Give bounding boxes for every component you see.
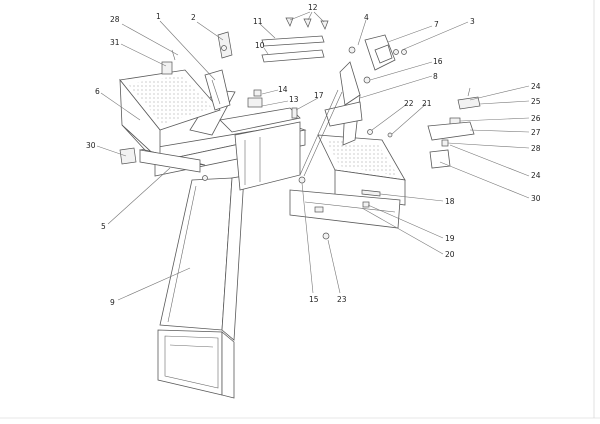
leader-6 — [100, 92, 141, 121]
rail-18-19-20 — [361, 189, 381, 208]
callout-2: 2 — [191, 13, 196, 22]
leader-22 — [371, 103, 408, 131]
leader-5 — [107, 167, 171, 225]
leader-12a — [289, 11, 311, 21]
callout-18: 18 — [445, 197, 455, 206]
callout-24-top: 24 — [531, 82, 541, 91]
bolt-16 — [363, 76, 371, 84]
callout-12: 12 — [308, 3, 318, 12]
leader-8 — [359, 75, 433, 99]
bolt-17 — [291, 107, 298, 119]
leader-30-left — [96, 145, 127, 157]
pedal-arms — [298, 61, 363, 184]
leader-30-right — [439, 161, 530, 199]
callout-labels: 28 1 2 31 6 30 5 9 11 12 10 4 7 3 16 8 1… — [86, 3, 541, 307]
leader-28 — [447, 142, 530, 149]
callout-6: 6 — [95, 87, 100, 96]
leader-24-top — [469, 85, 530, 101]
leader-15 — [301, 182, 314, 294]
callout-25: 25 — [531, 97, 541, 106]
leader-4 — [357, 19, 367, 46]
left-small-parts — [119, 49, 176, 165]
leader-31 — [120, 43, 167, 67]
callout-15: 15 — [309, 295, 319, 304]
callout-23: 23 — [337, 295, 347, 304]
upper-bracket — [217, 31, 233, 59]
top-bar — [261, 35, 325, 63]
leader-7 — [387, 25, 433, 43]
leader-10 — [263, 47, 269, 55]
callout-27: 27 — [531, 128, 541, 137]
callout-17: 17 — [314, 91, 324, 100]
nut-23 — [322, 232, 330, 240]
callout-19: 19 — [445, 234, 455, 243]
leader-27 — [469, 129, 530, 133]
leader-12b — [307, 11, 313, 21]
clamp-13-14 — [247, 89, 263, 108]
leader-14 — [261, 89, 279, 95]
leader-12c — [313, 11, 325, 23]
callout-4: 4 — [364, 13, 369, 22]
left-perforated-panel — [119, 69, 221, 166]
callout-7: 7 — [434, 20, 439, 29]
callout-30-left: 30 — [86, 141, 96, 150]
chute-channel — [157, 175, 245, 399]
leader-23 — [327, 239, 341, 294]
leader-13 — [261, 100, 289, 107]
leader-3 — [401, 21, 469, 51]
leader-19 — [367, 204, 444, 239]
leader-9 — [117, 267, 191, 301]
callout-8: 8 — [433, 72, 438, 81]
callout-11: 11 — [253, 17, 263, 26]
callout-16: 16 — [433, 57, 443, 66]
leader-29 — [121, 23, 179, 56]
callout-13: 13 — [289, 95, 299, 104]
leader-20 — [361, 207, 444, 255]
leader-2 — [196, 21, 224, 41]
callout-14: 14 — [278, 85, 288, 94]
left-base-rail — [139, 149, 208, 181]
callout-29: 28 — [110, 15, 120, 24]
lever-arm — [204, 69, 231, 111]
nut-21 — [387, 132, 393, 138]
right-perforated-panel — [289, 134, 406, 229]
leader-11 — [259, 23, 276, 39]
leader-16 — [369, 61, 433, 81]
callout-21: 21 — [422, 99, 432, 108]
pins-group — [285, 17, 329, 30]
callout-22: 22 — [404, 99, 414, 108]
callout-24-bottom: 24 — [531, 171, 541, 180]
leader-17 — [295, 97, 319, 111]
callout-20: 20 — [445, 250, 455, 259]
nut-22 — [367, 129, 373, 135]
callout-10: 10 — [255, 41, 265, 50]
leader-lines — [96, 11, 530, 301]
callout-9: 9 — [110, 298, 115, 307]
callout-28: 28 — [531, 144, 541, 153]
leader-1 — [159, 20, 216, 81]
right-upper-bracket — [348, 34, 407, 71]
callout-30-right: 30 — [531, 194, 541, 203]
callout-26: 26 — [531, 114, 541, 123]
callout-3: 3 — [470, 17, 475, 26]
right-side-assembly — [427, 87, 481, 169]
leader-24-bottom — [449, 144, 530, 177]
leader-25 — [479, 100, 530, 105]
callout-5: 5 — [101, 222, 106, 231]
leader-18 — [379, 193, 444, 202]
leader-26 — [459, 117, 530, 122]
callout-1: 1 — [156, 12, 161, 21]
leader-21 — [391, 103, 427, 135]
callout-31: 31 — [110, 38, 120, 47]
